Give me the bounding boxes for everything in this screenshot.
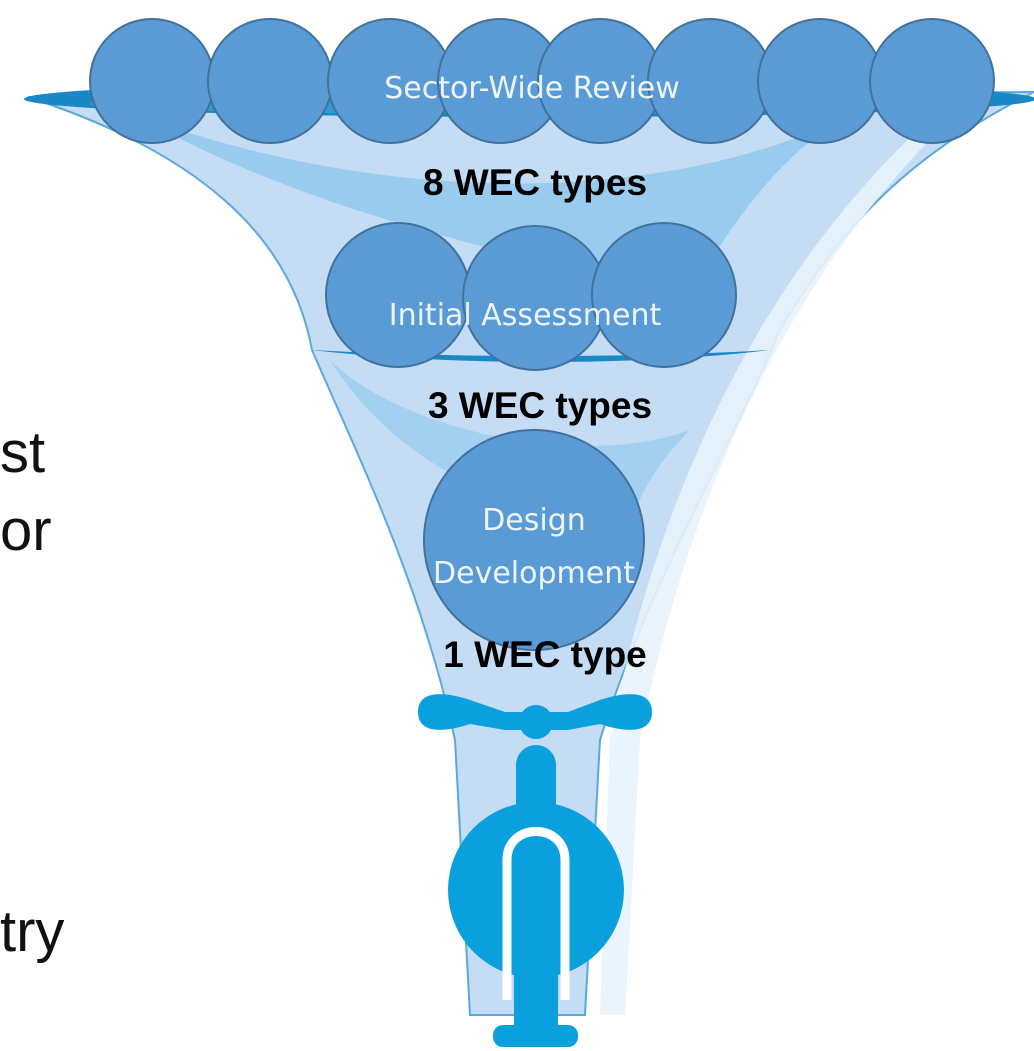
stage-2-count: 3 WEC types (428, 385, 652, 426)
partial-text-line-3: try (0, 899, 65, 964)
tap-spout (514, 858, 558, 1028)
tap-spout-highlight (502, 827, 570, 1000)
stage-2-balls (325, 222, 737, 371)
stage-3-label-line-1: Design (482, 503, 586, 538)
ball (89, 18, 215, 144)
stage-1-count: 8 WEC types (423, 162, 647, 203)
ball (869, 18, 995, 144)
ball (325, 222, 471, 368)
ball (591, 222, 737, 368)
stage-2-label: Initial Assessment (389, 298, 662, 333)
ball (423, 429, 645, 651)
partial-text-line-1: st (0, 420, 46, 485)
stage-1-label: Sector-Wide Review (384, 71, 680, 106)
funnel-highlight (600, 110, 960, 1015)
stage-3-count: 1 WEC type (443, 634, 647, 675)
ball (207, 18, 333, 144)
tap-spout-base (493, 1025, 578, 1047)
tap-knob (519, 705, 553, 739)
ball (757, 18, 883, 144)
stage-3-label-line-2: Development (433, 556, 635, 591)
tap-valve-icon (418, 694, 652, 1047)
stage-1-balls (89, 18, 995, 144)
partial-text-line-2: or (0, 498, 52, 563)
